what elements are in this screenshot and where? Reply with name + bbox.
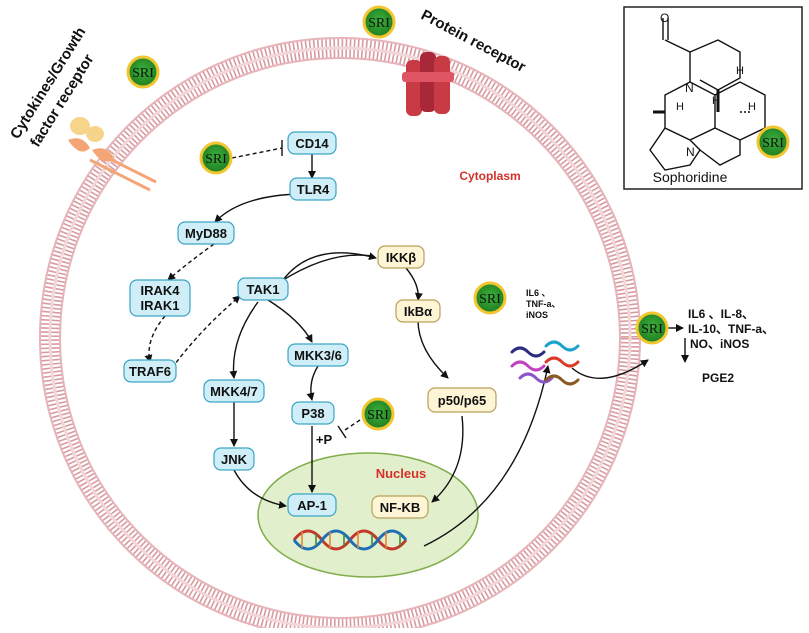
sri-badge-structure: SRI	[756, 125, 790, 159]
pathway-arrows	[144, 140, 689, 547]
svg-text:P38: P38	[301, 406, 324, 421]
svg-text:NF-KB: NF-KB	[380, 500, 420, 515]
svg-text:SRI: SRI	[132, 66, 154, 81]
node-irak: IRAK4 IRAK1	[129, 279, 191, 317]
phospho-label: +P	[316, 432, 333, 447]
sri-badge-cytokine: SRI	[126, 55, 160, 89]
struct-h-label-1: H	[736, 65, 744, 77]
node-jnk: JNK	[213, 447, 255, 471]
struct-h-label-3: H	[676, 101, 684, 113]
cytokine-receptor-icon	[68, 117, 157, 192]
sophoridine-structure: O N N H H H H Sophoridine	[623, 6, 803, 190]
cytoplasm-label: Cytoplasm	[459, 169, 520, 183]
output-line2: IL-10、TNF-a、	[688, 322, 774, 336]
svg-text:IRAK4: IRAK4	[140, 283, 180, 298]
node-mkk36: MKK3/6	[287, 343, 349, 367]
node-ap1: AP-1	[287, 493, 337, 517]
nucleus	[257, 452, 479, 578]
node-ikba: IkBα	[395, 299, 441, 323]
node-mkk47: MKK4/7	[203, 379, 265, 403]
cytokine-small-line3: iNOS	[526, 310, 548, 320]
svg-text:SRI: SRI	[368, 16, 390, 31]
struct-h-label-4: H	[748, 101, 756, 113]
svg-text:MKK3/6: MKK3/6	[294, 348, 342, 363]
svg-text:AP-1: AP-1	[297, 498, 327, 513]
svg-text:SRI: SRI	[205, 152, 227, 167]
svg-text:TAK1: TAK1	[247, 282, 280, 297]
svg-text:SRI: SRI	[367, 408, 389, 423]
output-line3: NO、iNOS	[690, 337, 749, 351]
protein-receptor-icon	[402, 52, 454, 116]
svg-text:SRI: SRI	[762, 136, 784, 151]
svg-text:SRI: SRI	[479, 292, 501, 307]
cytokine-small-list: IL6 、 TNF-a、 iNOS	[526, 288, 561, 320]
node-cd14: CD14	[287, 131, 337, 155]
cyan-nodes: CD14 TLR4 MyD88 IRAK4 IRAK1 TRAF6 TAK1 M…	[123, 131, 349, 517]
svg-text:SRI: SRI	[641, 322, 663, 337]
cytokine-small-line1: IL6 、	[526, 288, 551, 298]
output-line1: IL6 、IL-8、	[688, 307, 754, 321]
struct-o-label: O	[660, 11, 669, 25]
svg-text:TLR4: TLR4	[297, 182, 330, 197]
svg-text:MyD88: MyD88	[185, 226, 227, 241]
svg-text:CD14: CD14	[295, 136, 329, 151]
node-tak1: TAK1	[237, 277, 289, 301]
sri-badge-top: SRI	[362, 5, 396, 39]
node-p38: P38	[291, 401, 335, 425]
output-list: IL6 、IL-8、 IL-10、TNF-a、 NO、iNOS PGE2	[688, 307, 774, 385]
svg-text:IKKβ: IKKβ	[386, 250, 416, 265]
beige-nodes: IKKβ IkBα p50/p65 NF-KB	[371, 245, 497, 519]
svg-text:JNK: JNK	[221, 452, 248, 467]
struct-n-label-1: N	[685, 81, 694, 95]
node-nfkb: NF-KB	[371, 495, 429, 519]
nucleus-label: Nucleus	[376, 466, 427, 481]
sri-badge-cytokines: SRI	[473, 281, 507, 315]
svg-text:IkBα: IkBα	[404, 304, 432, 319]
dna-icon	[292, 529, 408, 551]
node-ikkb: IKKβ	[377, 245, 425, 269]
cytokine-molecules-icon	[510, 340, 580, 386]
sri-badges: SRI SRI SRI SRI SRI SRI SRI	[126, 5, 790, 431]
node-tlr4: TLR4	[289, 177, 337, 201]
node-p50p65: p50/p65	[427, 387, 497, 413]
svg-text:IRAK1: IRAK1	[140, 298, 179, 313]
sri-badge-output: SRI	[635, 311, 669, 345]
sri-badge-p38: SRI	[361, 397, 395, 431]
sophoridine-label: Sophoridine	[653, 169, 728, 185]
svg-text:p50/p65: p50/p65	[438, 393, 486, 408]
node-traf6: TRAF6	[123, 359, 177, 383]
svg-text:TRAF6: TRAF6	[129, 364, 171, 379]
node-myd88: MyD88	[177, 221, 235, 245]
sri-badge-cd14: SRI	[199, 141, 233, 175]
cytokine-small-line2: TNF-a、	[526, 299, 561, 309]
struct-h-label-2: H	[712, 95, 720, 107]
output-pge2: PGE2	[702, 371, 734, 385]
svg-text:MKK4/7: MKK4/7	[210, 384, 258, 399]
struct-n-label-2: N	[686, 145, 695, 159]
